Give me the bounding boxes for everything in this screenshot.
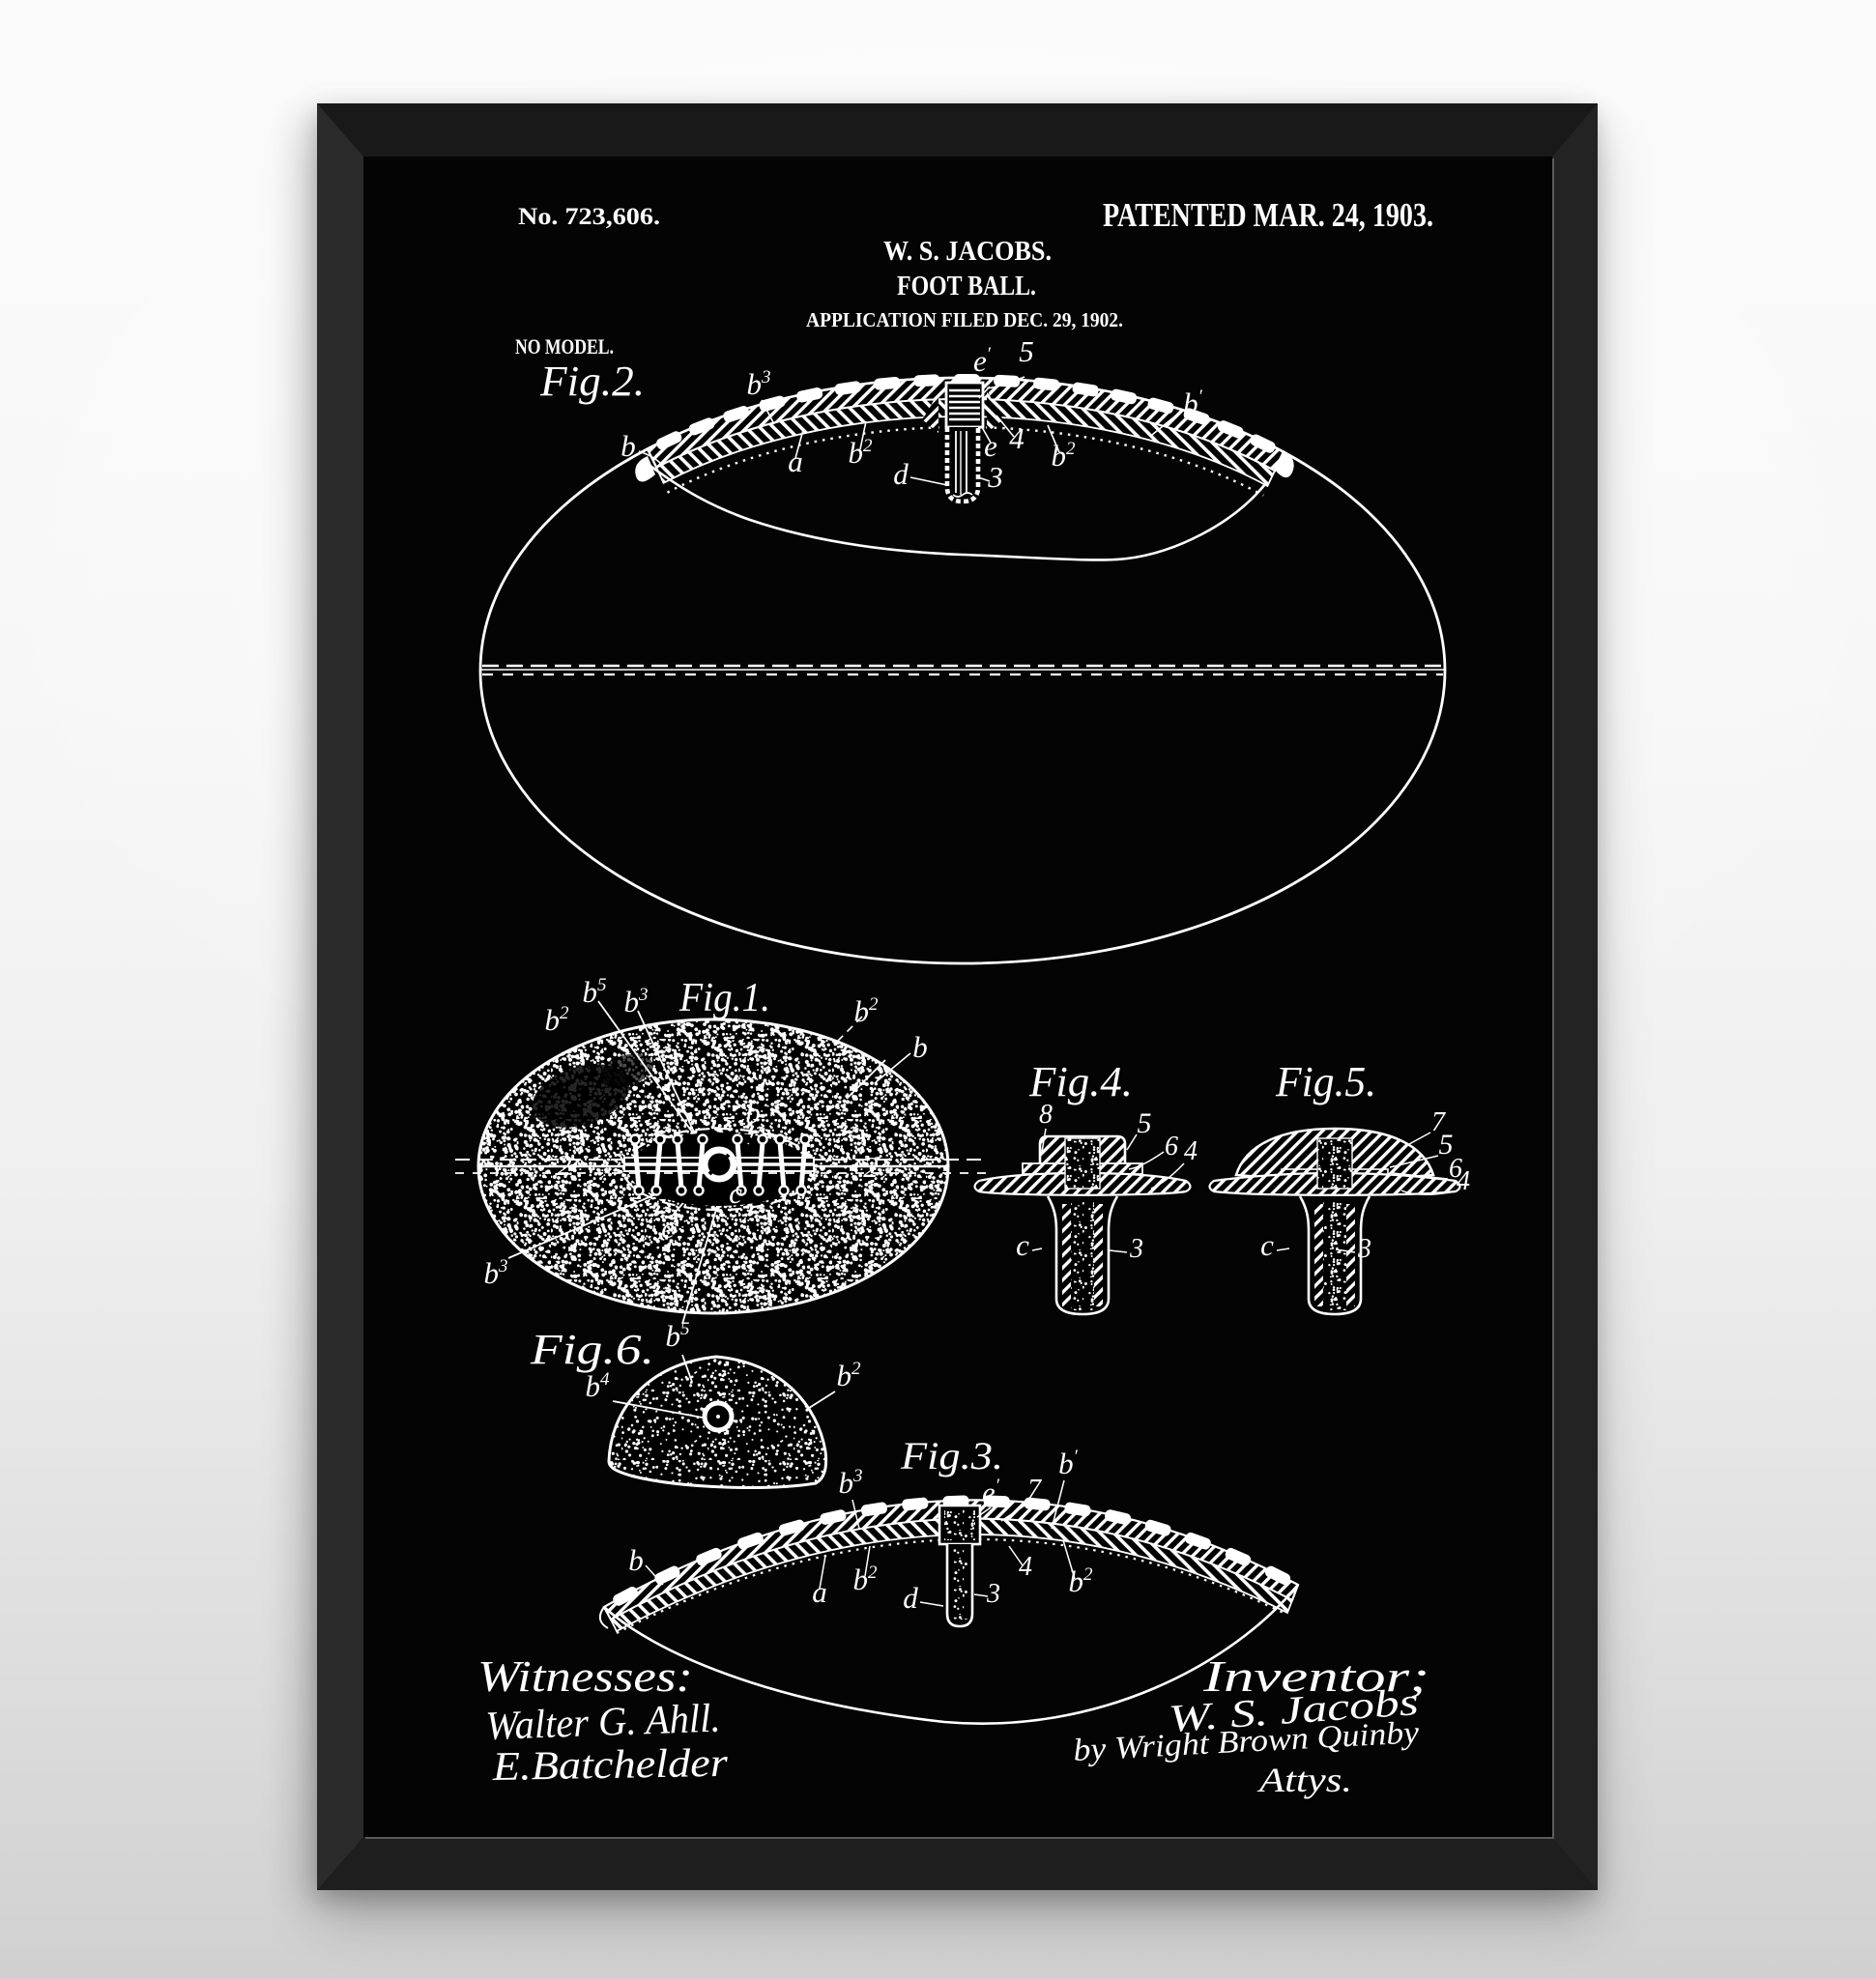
svg-text:No. 723,606.: No. 723,606.	[518, 204, 660, 230]
svg-text:7: 7	[1027, 1475, 1042, 1505]
svg-text:b′: b′	[1183, 387, 1203, 420]
svg-text:a: a	[812, 1575, 827, 1609]
svg-text:5: 5	[1138, 1107, 1152, 1139]
svg-text:4: 4	[1184, 1136, 1198, 1166]
svg-text:3: 3	[1129, 1234, 1143, 1264]
svg-text:b: b	[628, 1543, 644, 1577]
svg-text:5: 5	[1439, 1129, 1454, 1161]
svg-text:Fig.5.: Fig.5.	[1275, 1058, 1376, 1105]
svg-text:b: b	[745, 1096, 761, 1130]
svg-text:d: d	[893, 457, 909, 491]
svg-text:e: e	[661, 1211, 675, 1245]
svg-text:Fig.1.: Fig.1.	[678, 976, 770, 1020]
svg-text:Witnesses:: Witnesses:	[477, 1651, 693, 1701]
svg-text:PATENTED MAR. 24, 1903.: PATENTED MAR. 24, 1903.	[1103, 196, 1433, 234]
svg-text:FOOT BALL.: FOOT BALL.	[897, 272, 1036, 301]
svg-text:Fig.3.: Fig.3.	[900, 1434, 1003, 1477]
svg-text:Fig.4.: Fig.4.	[1028, 1058, 1133, 1105]
svg-text:4: 4	[1009, 421, 1025, 455]
svg-text:c: c	[729, 1176, 742, 1210]
svg-text:d: d	[903, 1581, 918, 1615]
svg-text:2: 2	[863, 1150, 879, 1184]
svg-text:a: a	[788, 445, 803, 478]
svg-text:W. S. JACOBS.: W. S. JACOBS.	[883, 237, 1052, 267]
svg-text:7: 7	[1431, 1107, 1446, 1137]
svg-text:b′: b′	[1058, 1447, 1079, 1480]
svg-text:b: b	[621, 429, 636, 463]
svg-text:2: 2	[557, 1148, 572, 1182]
svg-text:b5: b5	[666, 1319, 690, 1353]
svg-text:c: c	[1016, 1228, 1029, 1262]
svg-text:Fig.6.: Fig.6.	[530, 1326, 654, 1373]
svg-text:6: 6	[1449, 1154, 1462, 1184]
svg-text:Fig.2.: Fig.2.	[539, 358, 645, 405]
svg-text:NO MODEL.: NO MODEL.	[515, 334, 614, 359]
svg-text:4: 4	[1019, 1552, 1032, 1582]
svg-text:c: c	[1260, 1228, 1274, 1262]
svg-text:b: b	[912, 1030, 928, 1064]
svg-text:8: 8	[1039, 1100, 1053, 1130]
svg-text:Inventor;: Inventor;	[1202, 1651, 1429, 1701]
svg-text:APPLICATION FILED DEC. 29, 190: APPLICATION FILED DEC. 29, 1902.	[806, 308, 1123, 331]
svg-text:Walter G. Ahll.: Walter G. Ahll.	[485, 1697, 721, 1749]
svg-text:3: 3	[987, 460, 1003, 494]
svg-text:5: 5	[1019, 334, 1034, 368]
svg-text:3: 3	[986, 1579, 1000, 1609]
svg-text:E.Batchelder: E.Batchelder	[491, 1741, 729, 1790]
svg-text:Attys.: Attys.	[1257, 1761, 1352, 1799]
svg-text:4: 4	[1457, 1166, 1470, 1196]
svg-text:3: 3	[1357, 1234, 1371, 1264]
svg-text:6: 6	[1165, 1132, 1178, 1162]
